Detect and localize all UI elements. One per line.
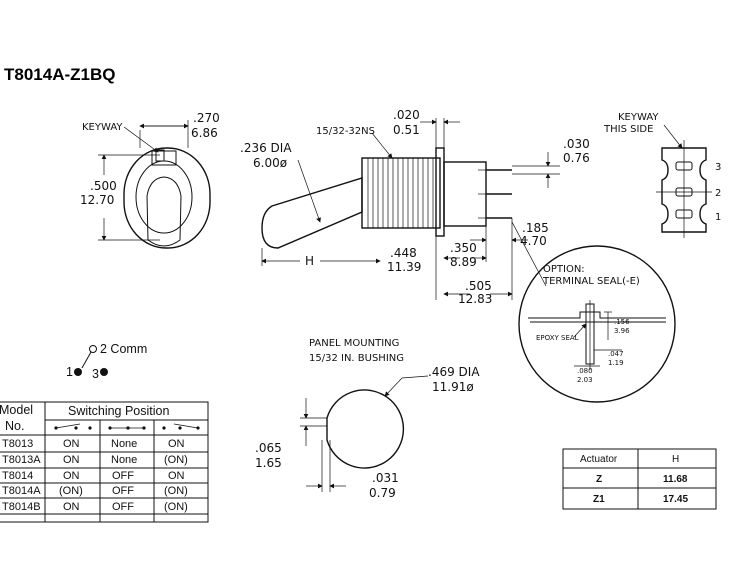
pin-length-inch: .185: [522, 221, 549, 235]
front-width-inch: .270: [193, 111, 220, 125]
lever-dia-mm: 6.00ø: [253, 156, 287, 170]
position-cell: OFF: [112, 470, 134, 482]
pin-label-2: 2: [715, 188, 721, 199]
table-row: T8014A (ON) OFF (ON): [2, 485, 188, 497]
seal-dim1-mm: 3.96: [614, 327, 630, 335]
model-cell: T8013A: [2, 454, 41, 466]
front-width-mm: 6.86: [191, 126, 218, 140]
actuator-cell: Z: [596, 474, 602, 485]
model-header-2: No.: [5, 419, 24, 433]
option-terminal-seal: OPTION: TERMINAL SEAL(-E) EPOXY SEAL .15…: [518, 245, 676, 403]
table-row: T8013 ON None ON: [2, 438, 185, 450]
position-cell: OFF: [112, 501, 134, 513]
table-row: T8013A ON None (ON): [2, 454, 188, 466]
seal-dim3-mm: 2.03: [577, 376, 593, 384]
position-icon-1: [54, 423, 92, 430]
switching-position-table: Model No. Switching Position T8013 ON No…: [0, 401, 209, 523]
pin-label-1: 1: [715, 212, 721, 223]
position-cell: ON: [168, 438, 185, 450]
position-cell: ON: [63, 454, 80, 466]
h-dimension-label: H: [305, 254, 314, 268]
position-cell: None: [111, 438, 137, 450]
panel-dia-mm: 11.91ø: [432, 380, 474, 394]
body-length-mm: 8.89: [450, 255, 477, 269]
model-cell: T8014A: [2, 485, 41, 497]
position-cell: ON: [63, 470, 80, 482]
table-row: Z 11.68: [596, 474, 688, 485]
total-length-mm: 12.83: [458, 292, 492, 306]
model-cell: T8014: [2, 470, 33, 482]
seal-dim1-inch: .156: [614, 318, 630, 326]
actuator-cell: Z1: [593, 494, 605, 505]
model-cell: T8013: [2, 438, 33, 450]
actuator-table: Actuator H Z 11.68 Z1 17.45: [562, 448, 717, 510]
flange-inch: .020: [393, 108, 420, 122]
switch-schematic: 2 Comm 1 3: [66, 342, 147, 381]
side-view: .236 DIA 6.00ø 15/32-32NS .020 0.51 .030…: [240, 108, 590, 306]
seal-dim3-inch: .080: [577, 367, 593, 375]
front-height-mm: 12.70: [80, 193, 114, 207]
seal-dim2-mm: 1.19: [608, 359, 624, 367]
h-value-cell: 11.68: [663, 474, 688, 485]
position-cell: (ON): [164, 485, 188, 497]
panel-key-inch: .031: [372, 471, 399, 485]
model-cell: T8014B: [2, 501, 41, 513]
model-header-1: Model: [0, 403, 33, 417]
h-header: H: [672, 454, 679, 465]
epoxy-seal-label: EPOXY SEAL: [536, 334, 579, 342]
front-keyway-label: KEYWAY: [82, 122, 123, 133]
position-cell: (ON): [164, 501, 188, 513]
panel-mounting: PANEL MOUNTING 15/32 IN. BUSHING .065 1.…: [255, 338, 480, 500]
comm-label: 2 Comm: [100, 342, 147, 356]
terminal-thickness-mm: 0.76: [563, 151, 590, 165]
position-cell: (ON): [164, 454, 188, 466]
terminal-seal-label: TERMINAL SEAL(-E): [542, 276, 640, 287]
front-view: KEYWAY .270 6.86 .500 12.70: [80, 111, 220, 249]
position-cell: OFF: [112, 485, 134, 497]
position-cell: (ON): [59, 485, 83, 497]
part-number-title: T8014A-Z1BQ: [4, 65, 115, 84]
panel-mount-label-1: PANEL MOUNTING: [309, 338, 399, 349]
terminal-thickness-inch: .030: [563, 137, 590, 151]
switching-position-header: Switching Position: [68, 404, 169, 418]
option-label: OPTION:: [543, 264, 585, 275]
actuator-header: Actuator: [580, 454, 618, 465]
table-row: T8014B ON OFF (ON): [2, 501, 188, 513]
panel-flat-inch: .065: [255, 441, 282, 455]
panel-dia-inch: .469 DIA: [428, 365, 480, 379]
position-icon-2: [108, 426, 146, 430]
position-cell: ON: [63, 501, 80, 513]
rear-keyway-label-2: THIS SIDE: [603, 124, 653, 135]
bushing-length-mm: 11.39: [387, 260, 421, 274]
position-cell: ON: [63, 438, 80, 450]
lever-dia-inch: .236 DIA: [240, 141, 292, 155]
front-height-inch: .500: [90, 179, 117, 193]
panel-flat-mm: 1.65: [255, 456, 282, 470]
h-value-cell: 17.45: [663, 494, 688, 505]
seal-dim2-inch: .047: [608, 350, 624, 358]
thread-lines: [367, 158, 434, 228]
total-length-inch: .505: [465, 279, 492, 293]
pin1-label: 1: [66, 365, 73, 379]
rear-view: KEYWAY THIS SIDE 3 2 1: [603, 112, 721, 238]
position-icon-3: [162, 423, 200, 430]
pin3-label: 3: [92, 367, 99, 381]
panel-mount-label-2: 15/32 IN. BUSHING: [309, 353, 404, 364]
thread-spec: 15/32-32NS: [316, 126, 375, 137]
table-row: Z1 17.45: [593, 494, 688, 505]
table-row: T8014 ON OFF ON: [2, 470, 185, 482]
panel-key-mm: 0.79: [369, 486, 396, 500]
pin-label-3: 3: [715, 162, 721, 173]
flange-mm: 0.51: [393, 123, 420, 137]
position-cell: None: [111, 454, 137, 466]
position-cell: ON: [168, 470, 185, 482]
rear-keyway-label-1: KEYWAY: [618, 112, 659, 123]
body-length-inch: .350: [450, 241, 477, 255]
bushing-length-inch: .448: [390, 246, 417, 260]
pin-length-mm: 4.70: [520, 234, 547, 248]
